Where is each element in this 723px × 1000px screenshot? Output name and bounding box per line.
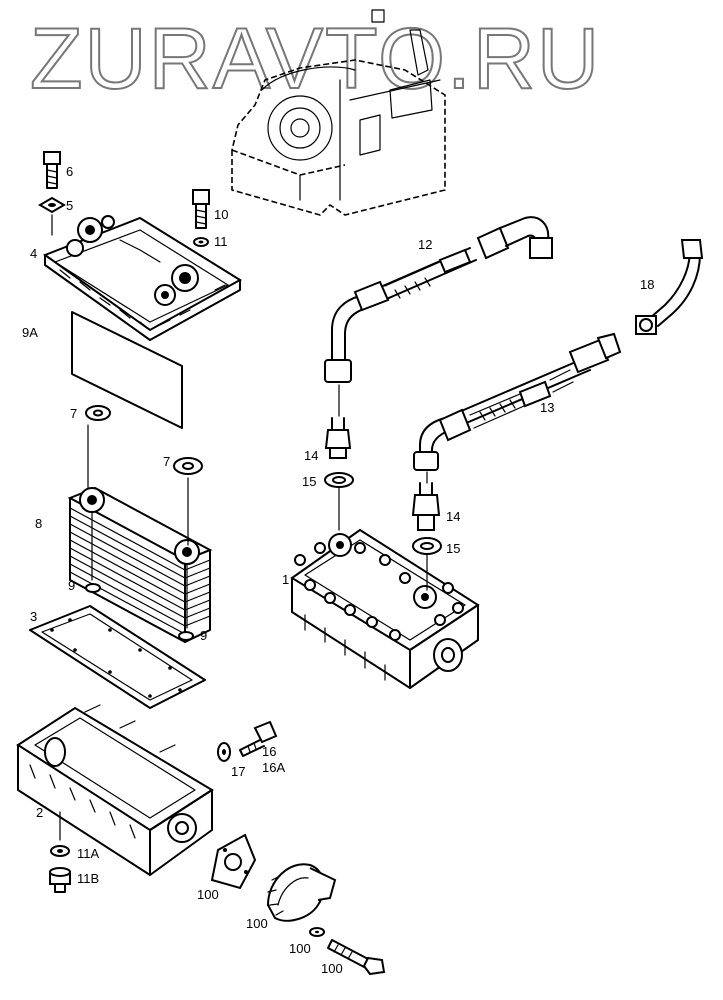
label-4: 4 xyxy=(30,246,37,261)
label-15-lower: 15 xyxy=(446,541,460,556)
gasket-9A xyxy=(71,311,183,429)
label-16: 16 xyxy=(262,744,276,759)
label-1: 1 xyxy=(282,572,289,587)
o-ring-9-left xyxy=(85,583,101,593)
pan-gasket-3 xyxy=(29,605,206,709)
label-9-right: 9 xyxy=(200,628,207,643)
label-7-right: 7 xyxy=(163,454,170,469)
plug-11B xyxy=(49,867,71,893)
leader-lines xyxy=(51,214,428,841)
label-10: 10 xyxy=(214,207,228,222)
washer-5 xyxy=(38,196,66,214)
seal-ring-7-right xyxy=(173,457,203,475)
washer-100 xyxy=(309,927,325,937)
label-18: 18 xyxy=(640,277,654,292)
o-ring-9-right xyxy=(178,631,194,641)
fitting-14-upper xyxy=(324,417,352,459)
label-11A: 11A xyxy=(77,846,99,861)
label-9-left: 9 xyxy=(68,578,75,593)
label-8: 8 xyxy=(35,516,42,531)
label-100-b: 100 xyxy=(246,916,268,931)
label-15-upper: 15 xyxy=(302,474,316,489)
label-11B: 11B xyxy=(77,871,99,886)
elbow-fitting-100 xyxy=(266,863,337,922)
bolt-10 xyxy=(192,189,210,229)
washer-11 xyxy=(193,237,209,247)
seal-ring-15-lower xyxy=(412,537,442,555)
label-13: 13 xyxy=(540,400,554,415)
bolt-100 xyxy=(327,939,386,976)
cooler-housing-1 xyxy=(290,528,480,689)
watermark-text: ZURAVTO.RU xyxy=(30,11,601,107)
hose-12 xyxy=(324,216,553,383)
cover-plate-4 xyxy=(42,215,242,341)
label-14-lower: 14 xyxy=(446,509,460,524)
label-100-c: 100 xyxy=(289,941,311,956)
label-3: 3 xyxy=(30,609,37,624)
label-12: 12 xyxy=(418,237,432,252)
label-14-upper: 14 xyxy=(304,448,318,463)
label-16A: 16A xyxy=(262,760,285,775)
label-11: 11 xyxy=(214,234,228,249)
bolt-16 xyxy=(239,720,278,757)
label-7-left: 7 xyxy=(70,406,77,421)
callout-labels: 1 2 3 4 5 6 7 7 8 9 9 9A 10 11 11A 11B 1… xyxy=(22,164,654,976)
label-5: 5 xyxy=(66,198,73,213)
label-17: 17 xyxy=(231,764,245,779)
washer-17 xyxy=(217,742,231,762)
flange-gasket-100 xyxy=(210,833,257,890)
washer-11A xyxy=(50,845,70,857)
bolt-6 xyxy=(43,151,61,189)
fitting-14-lower xyxy=(411,482,441,531)
seal-ring-7-left xyxy=(85,405,111,421)
label-100-d: 100 xyxy=(321,961,343,976)
label-2: 2 xyxy=(36,805,43,820)
oil-cooler-8 xyxy=(67,486,213,643)
engine-block xyxy=(231,9,446,216)
label-6: 6 xyxy=(66,164,73,179)
seal-ring-15-upper xyxy=(324,472,354,488)
pipe-18 xyxy=(635,239,704,335)
label-9A: 9A xyxy=(22,325,38,340)
hose-13 xyxy=(413,332,622,471)
housing-2 xyxy=(16,704,214,876)
label-100-a: 100 xyxy=(197,887,219,902)
